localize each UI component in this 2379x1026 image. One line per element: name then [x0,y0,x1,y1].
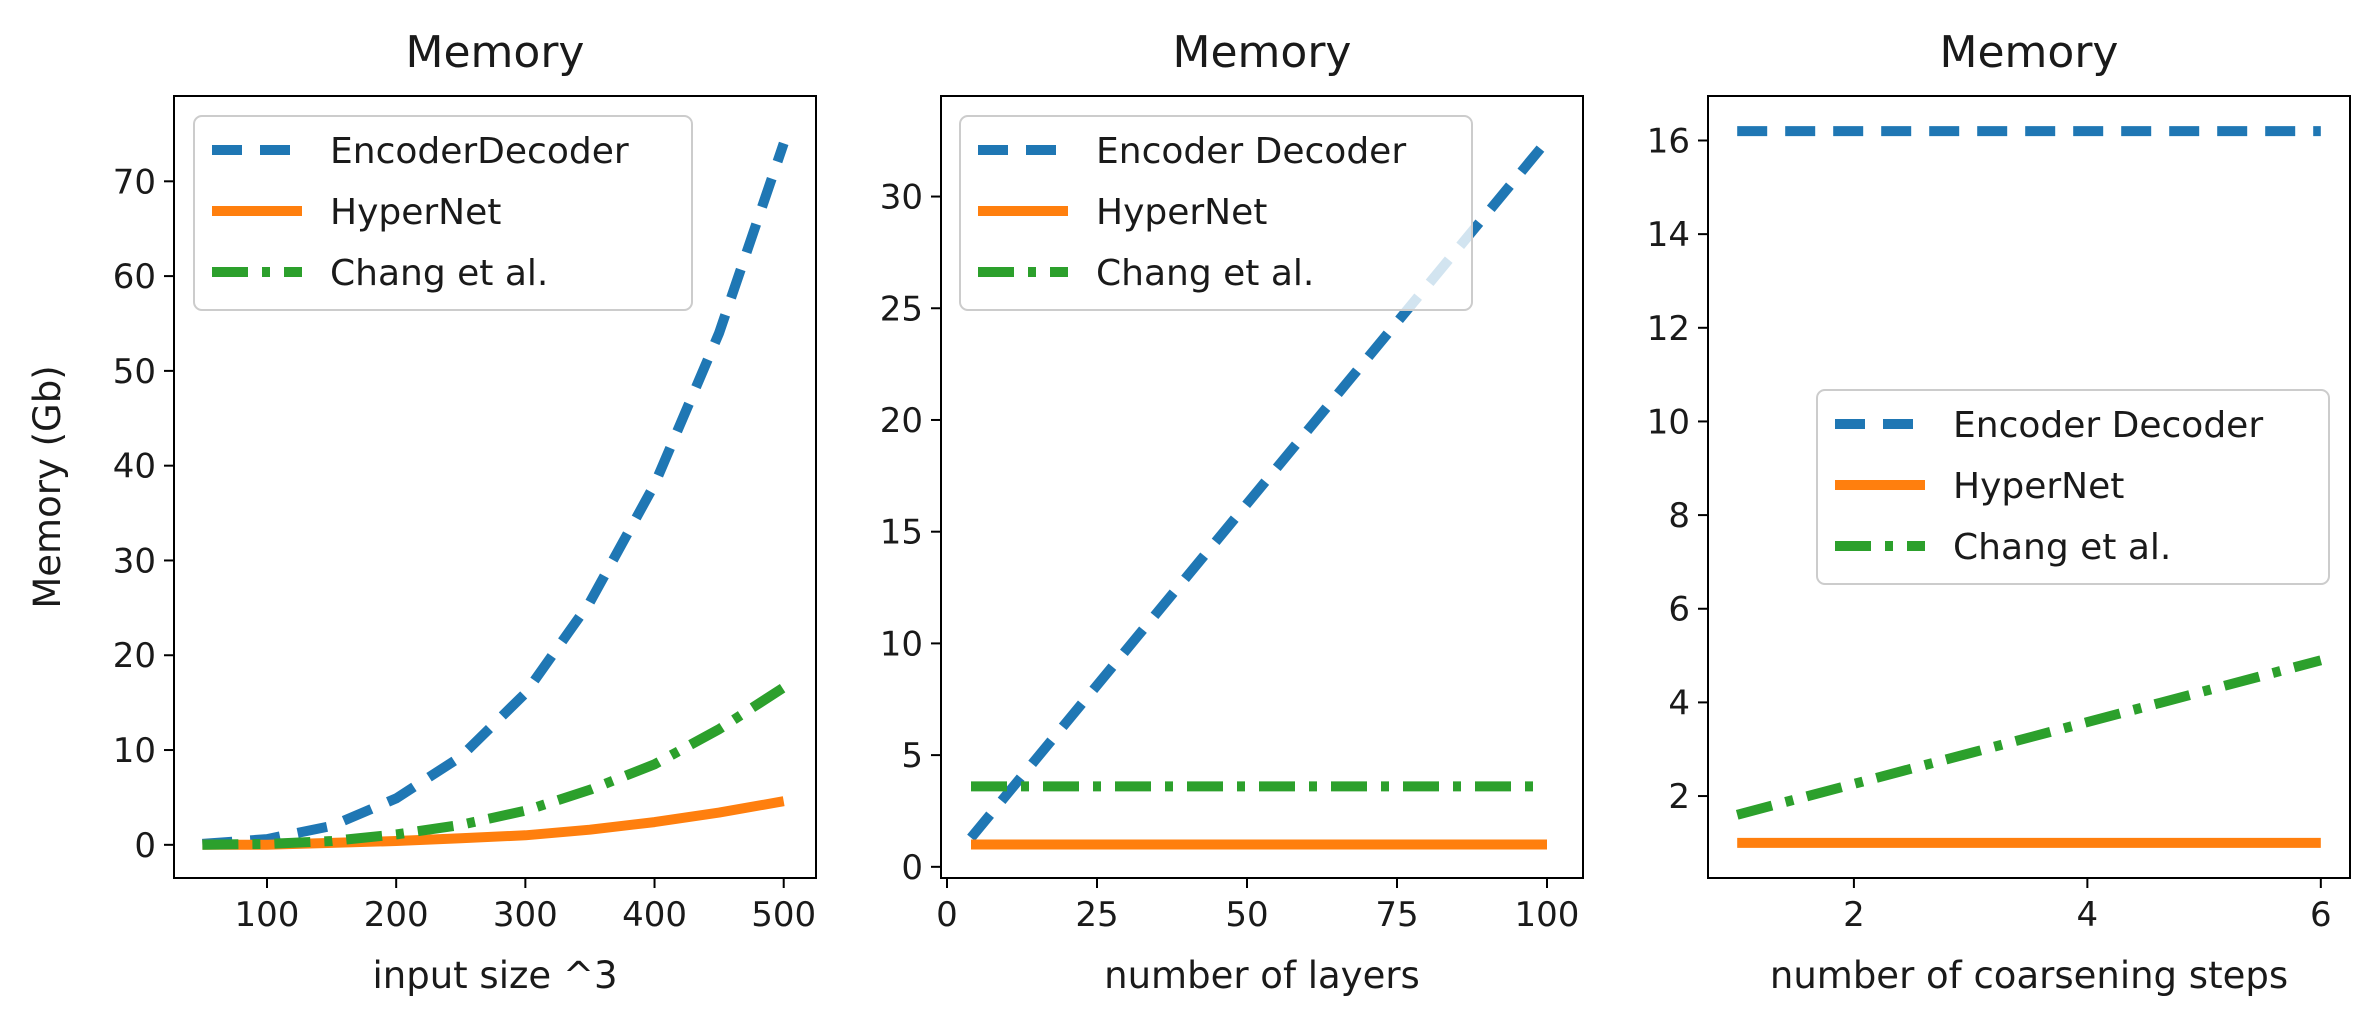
x-tick-label: 400 [622,895,687,935]
y-tick-label: 0 [901,848,923,888]
panel-3-x-ticks: 2 4 6 [1843,878,2332,935]
panel-2-title: Memory [1173,27,1352,78]
legend-label-chang: Chang et al. [1953,527,2171,568]
panel-2-frame [940,95,1584,879]
x-tick-label: 2 [1843,895,1865,935]
y-tick-label: 14 [1647,215,1690,255]
y-tick-label: 0 [134,826,156,866]
y-tick-label: 8 [1668,496,1690,536]
panel-3-title: Memory [1940,27,2119,78]
y-tick-label: 4 [1668,683,1690,723]
panel-3-frame [1707,95,2351,879]
panel-1-legend: EncoderDecoder HyperNet Chang et al. [193,115,693,311]
legend-label-encoderdecoder: EncoderDecoder [330,131,629,172]
panel-1-frame [173,95,817,879]
x-tick-label: 300 [493,895,558,935]
y-tick-label: 30 [880,178,923,218]
series-line-chang-et-al [202,683,787,850]
legend-label-encoder-decoder: Encoder Decoder [1953,405,2263,446]
series-line-encoder-decoder [967,137,1551,841]
panel-3-legend: Encoder Decoder HyperNet Chang et al. [1816,389,2330,585]
y-tick-label: 10 [1647,402,1690,442]
legend-label-hypernet: HyperNet [1953,466,2124,507]
panel-3-xlabel: number of coarsening steps [1770,954,2288,997]
y-tick-label: 2 [1668,777,1690,817]
y-tick-label: 15 [880,513,923,553]
panel-2: Memory number of layers 0 25 50 75 100 0 5 10 1… [880,27,1584,997]
panel-3: Memory number of coarsening steps 2 4 6 2 4… [1647,27,2351,997]
legend-label-chang: Chang et al. [330,253,548,294]
y-tick-label: 20 [880,401,923,441]
x-tick-label: 50 [1225,895,1268,935]
y-tick-label: 60 [113,257,156,297]
legend-label-encoder-decoder: Encoder Decoder [1096,131,1406,172]
y-tick-label: 6 [1668,590,1690,630]
legend-box [1816,389,2330,585]
x-tick-label: 6 [2310,895,2332,935]
y-tick-label: 12 [1647,309,1690,349]
y-tick-label: 10 [880,624,923,664]
legend-label-hypernet: HyperNet [330,192,501,233]
panel-2-xlabel: number of layers [1104,954,1420,997]
y-tick-label: 40 [113,447,156,487]
panel-2-y-ticks: 0 5 10 15 20 25 30 [880,178,941,888]
x-tick-label: 4 [2077,895,2099,935]
y-tick-label: 5 [901,736,923,776]
panel-3-series [1735,126,2323,848]
panel-2-legend: Encoder Decoder HyperNet Chang et al. [959,115,1473,311]
y-tick-label: 25 [880,289,923,329]
x-tick-label: 25 [1075,895,1118,935]
panel-2-x-ticks: 0 25 50 75 100 [936,878,1579,935]
x-tick-label: 100 [1515,895,1580,935]
panel-1-y-ticks: 0 10 20 30 40 50 60 70 [113,162,174,866]
y-tick-label: 50 [113,352,156,392]
x-tick-label: 200 [364,895,429,935]
panel-1-xlabel: input size ^3 [373,954,618,997]
y-tick-label: 70 [113,162,156,202]
y-tick-label: 30 [113,541,156,581]
legend-label-hypernet: HyperNet [1096,192,1267,233]
panel-3-y-ticks: 2 4 6 8 10 12 14 16 [1647,121,1708,817]
legend-label-chang: Chang et al. [1096,253,1314,294]
x-tick-label: 0 [936,895,958,935]
panel-1-x-ticks: 100 200 300 400 500 [235,878,816,935]
panel-1-series [202,141,789,850]
x-tick-label: 100 [235,895,300,935]
y-tick-label: 16 [1647,121,1690,161]
panel-1-ylabel: Memory (Gb) [26,365,69,608]
x-tick-label: 75 [1375,895,1418,935]
y-tick-label: 20 [113,636,156,676]
y-tick-label: 10 [113,731,156,771]
series-line-chang-et-al [1735,655,2323,820]
legend-box [959,115,1473,311]
panel-1-title: Memory [406,27,585,78]
series-line-encoderdecoder [202,141,789,849]
legend-box [193,115,693,311]
x-tick-label: 500 [751,895,816,935]
panel-2-series [967,137,1551,850]
